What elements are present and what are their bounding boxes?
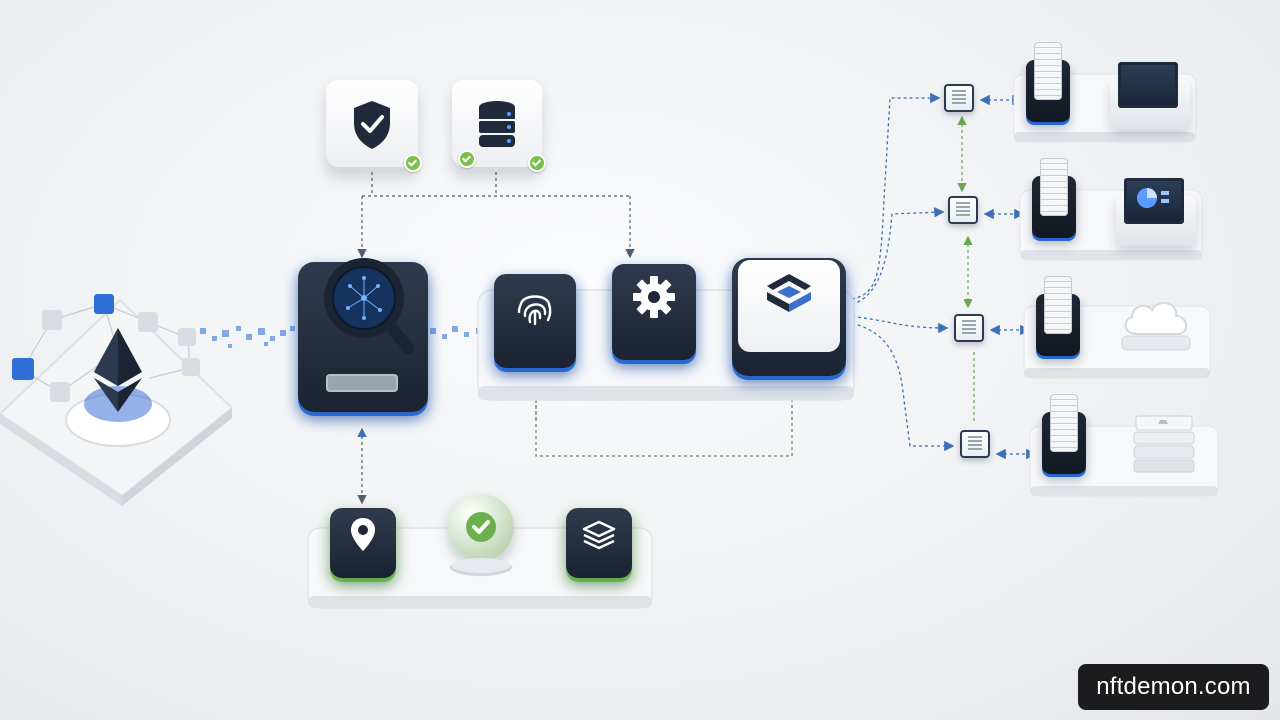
shield-check-icon <box>354 101 390 149</box>
checkmark-orb-icon <box>466 512 496 542</box>
watermark: nftdemon.com <box>1078 664 1269 710</box>
fingerprint-icon <box>517 295 552 326</box>
location-tile[interactable] <box>330 508 396 578</box>
document-node-3[interactable] <box>954 314 984 342</box>
desktop-monitor-icon <box>1118 62 1178 108</box>
pie-chart-monitor-icon <box>1124 178 1184 224</box>
verified-badge-icon <box>404 154 422 172</box>
layers-tile[interactable] <box>566 508 632 578</box>
ethereum-icon <box>94 328 142 412</box>
vertical-green-links <box>957 115 975 424</box>
checkmark-orb-tile[interactable] <box>446 494 516 582</box>
logo-tile[interactable] <box>732 258 846 376</box>
gear-tile[interactable] <box>612 264 696 360</box>
hub-label-plate <box>326 374 398 392</box>
logo-face <box>738 260 840 352</box>
desktop-output[interactable] <box>1110 62 1190 130</box>
document-node-1[interactable] <box>944 84 974 112</box>
orb-base <box>450 558 512 576</box>
magnifier-network-icon <box>324 258 414 354</box>
server-tower <box>1044 276 1072 334</box>
server-tower <box>1034 42 1062 100</box>
gear-icon <box>633 276 675 318</box>
layers-icon <box>582 520 616 550</box>
node-cubes <box>12 294 200 402</box>
database-icon <box>479 101 515 147</box>
stacked-storage-icon <box>1133 415 1195 473</box>
location-pin-icon <box>351 518 375 551</box>
storage-output[interactable] <box>1130 414 1198 474</box>
shield-check-tile[interactable] <box>326 80 422 172</box>
document-node-2[interactable] <box>948 196 978 224</box>
fingerprint-tile[interactable] <box>494 274 576 368</box>
server-tower <box>1040 158 1068 216</box>
verified-badge-icon <box>528 154 546 172</box>
database-tile[interactable] <box>452 80 546 172</box>
analytics-output[interactable] <box>1116 178 1196 246</box>
server-node-3[interactable] <box>1036 276 1080 356</box>
cube-logo-icon <box>767 274 811 312</box>
cloud-output[interactable] <box>1118 292 1194 354</box>
document-node-4[interactable] <box>960 430 990 458</box>
server-node-2[interactable] <box>1032 158 1076 238</box>
analysis-hub[interactable] <box>298 258 428 412</box>
cloud-icon <box>1121 301 1191 351</box>
ethereum-source-platform <box>0 294 234 506</box>
server-node-4[interactable] <box>1042 394 1086 474</box>
fanout-connectors <box>845 92 1037 460</box>
verified-badge-icon <box>458 150 476 168</box>
top-connectors <box>357 172 635 259</box>
server-tower <box>1050 394 1078 452</box>
server-node-1[interactable] <box>1026 42 1070 122</box>
